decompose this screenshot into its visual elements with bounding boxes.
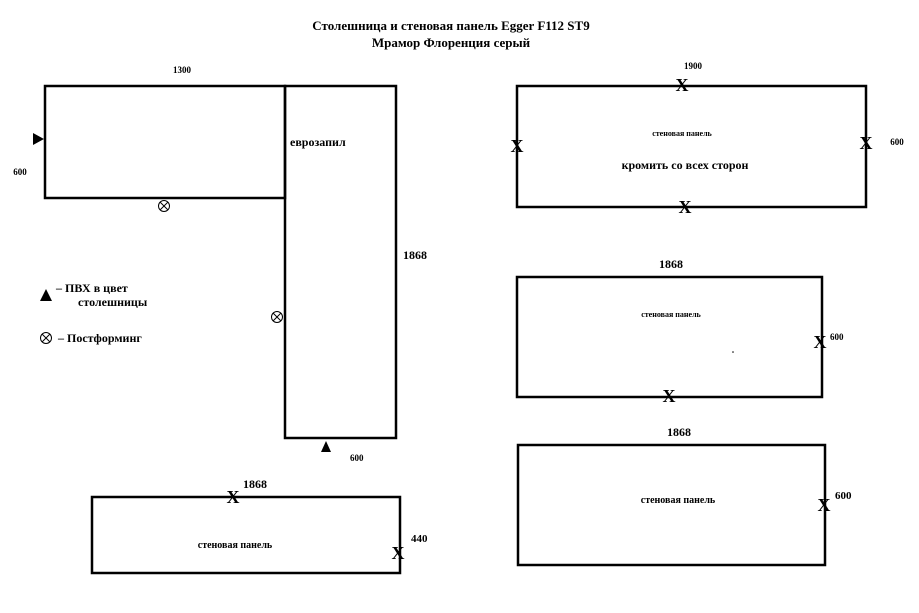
edge-mark: X bbox=[676, 75, 689, 95]
wall-panel-4: 1868 X X стеновая панель 440 bbox=[90, 477, 428, 575]
dot bbox=[732, 351, 734, 353]
panel-label: стеновая панель bbox=[198, 540, 273, 551]
postforming-icon bbox=[158, 200, 170, 212]
edge-mark: X bbox=[663, 386, 676, 406]
title-line2: Мрамор Флоренция серый bbox=[372, 35, 531, 50]
pvc-edge-triangle-icon bbox=[321, 441, 331, 452]
countertop-section-left bbox=[43, 84, 287, 200]
edge-mark: X bbox=[511, 136, 524, 156]
edge-mark: X bbox=[860, 133, 873, 153]
panel-width: 440 bbox=[411, 533, 428, 545]
countertop-section-right bbox=[283, 84, 398, 440]
legend-postforming: – Постформинг bbox=[57, 331, 142, 345]
edge-mark: X bbox=[392, 543, 405, 563]
edge-mark: X bbox=[814, 332, 827, 352]
panel-label: стеновая панель bbox=[641, 310, 701, 319]
wall-panel-2: 1868 стеновая панель X X 600 bbox=[515, 257, 844, 406]
legend: – ПВХ в цвет столешницы – Постформинг bbox=[40, 281, 148, 345]
wall-panel-3: 1868 стеновая панель X 600 bbox=[516, 425, 852, 567]
panel-width: 600 bbox=[830, 332, 844, 342]
edge-mark: X bbox=[818, 495, 831, 515]
edge-mark: X bbox=[679, 197, 692, 217]
panel-note: кромить со всех сторон bbox=[622, 158, 749, 172]
panel-label: стеновая панель bbox=[641, 495, 716, 506]
dim-600-left: 600 bbox=[13, 167, 27, 177]
panel-label: стеновая панель bbox=[652, 129, 712, 138]
edge-mark: X bbox=[227, 487, 240, 507]
joint-label: еврозапил bbox=[290, 135, 346, 149]
postforming-legend-icon bbox=[40, 332, 52, 344]
panel-length: 1868 bbox=[659, 257, 683, 271]
panel-width: 600 bbox=[835, 490, 852, 502]
pvc-edge-triangle-icon bbox=[33, 133, 44, 145]
legend-pvc-line2: столешницы bbox=[78, 295, 148, 309]
panel-length: 1868 bbox=[243, 477, 267, 491]
wall-panel-1: 1900 X X X X стеновая панель кромить со … bbox=[511, 61, 905, 217]
title-line1: Столешница и стеновая панель Egger F112 … bbox=[312, 18, 590, 33]
dim-1868: 1868 bbox=[403, 248, 427, 262]
legend-pvc-line1: – ПВХ в цвет bbox=[55, 281, 128, 295]
countertop: 1300 600 еврозапил 1868 600 bbox=[13, 65, 427, 463]
panel-length: 1900 bbox=[684, 61, 703, 71]
panel-width: 600 bbox=[890, 137, 904, 147]
dim-1300: 1300 bbox=[173, 65, 192, 75]
panel-length: 1868 bbox=[667, 425, 691, 439]
dim-600-bottom: 600 bbox=[350, 453, 364, 463]
postforming-icon bbox=[271, 311, 283, 323]
pvc-triangle-icon bbox=[40, 289, 52, 301]
